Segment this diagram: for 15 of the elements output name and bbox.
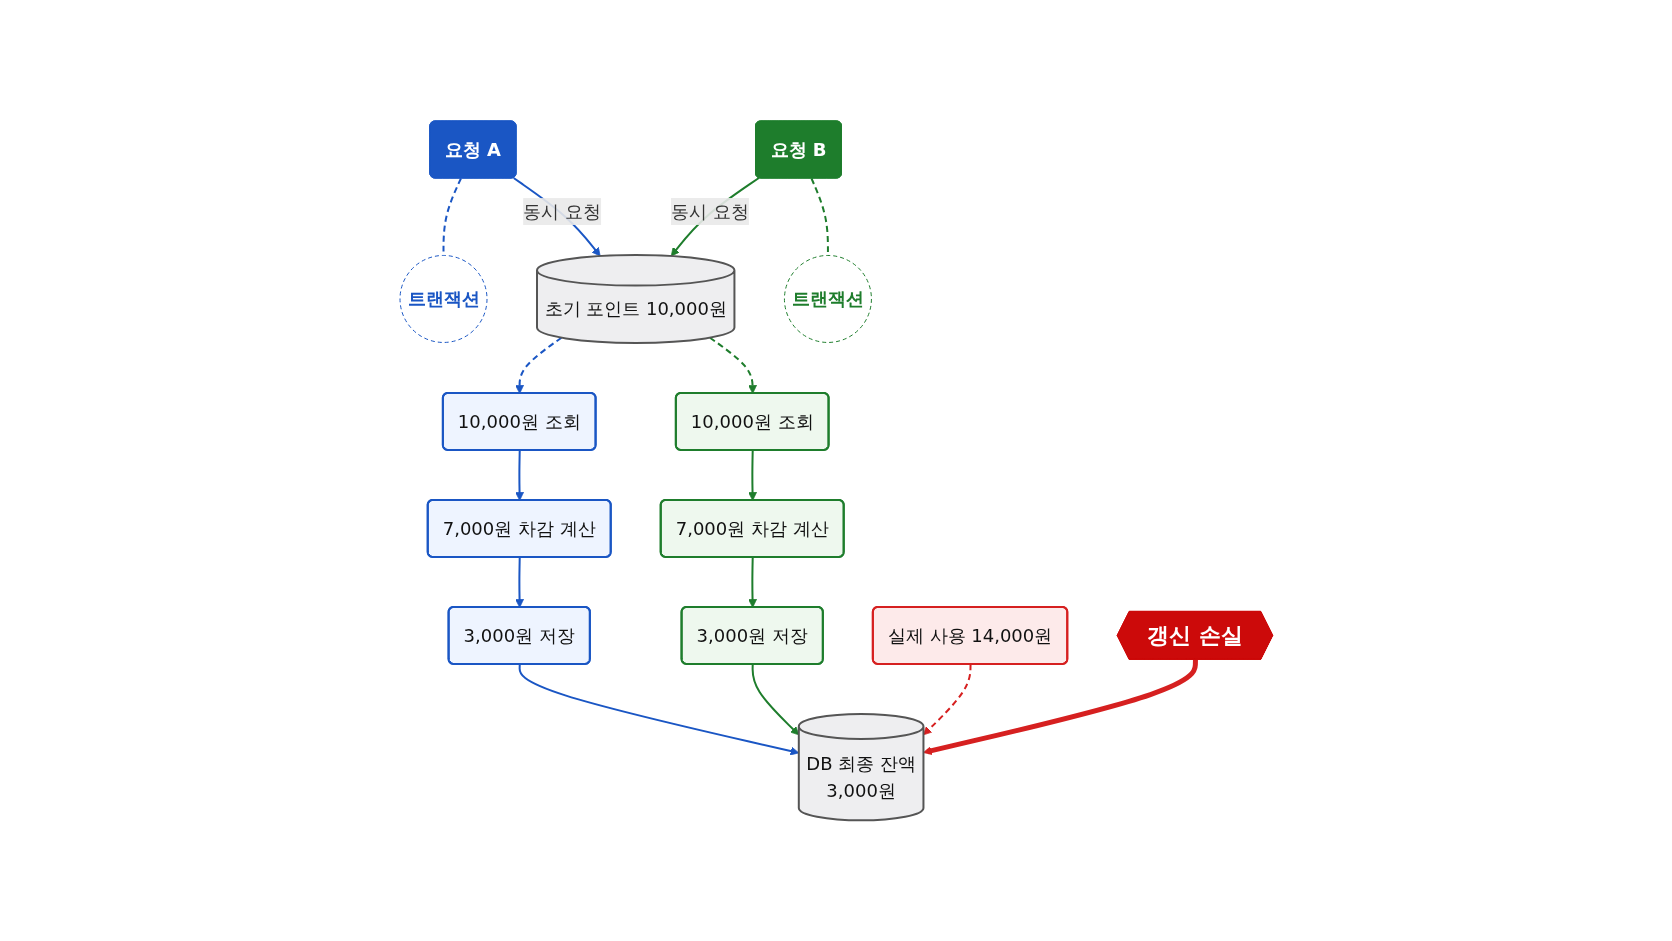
arrow	[514, 449, 524, 501]
arrow	[747, 449, 757, 501]
arrow	[751, 663, 799, 736]
arrow	[747, 556, 757, 608]
arrow	[922, 663, 972, 736]
arrow	[670, 176, 760, 257]
node-circle: 트랜잭션	[399, 254, 488, 343]
edge-label: 동시 요청	[670, 200, 749, 222]
edge-label: 동시 요청	[522, 200, 601, 222]
arrow	[518, 663, 799, 756]
arrow	[514, 336, 563, 394]
node-circle: 트랜잭션	[783, 254, 872, 343]
arrow	[708, 336, 757, 394]
arrow	[512, 176, 601, 257]
arrow	[514, 556, 524, 608]
